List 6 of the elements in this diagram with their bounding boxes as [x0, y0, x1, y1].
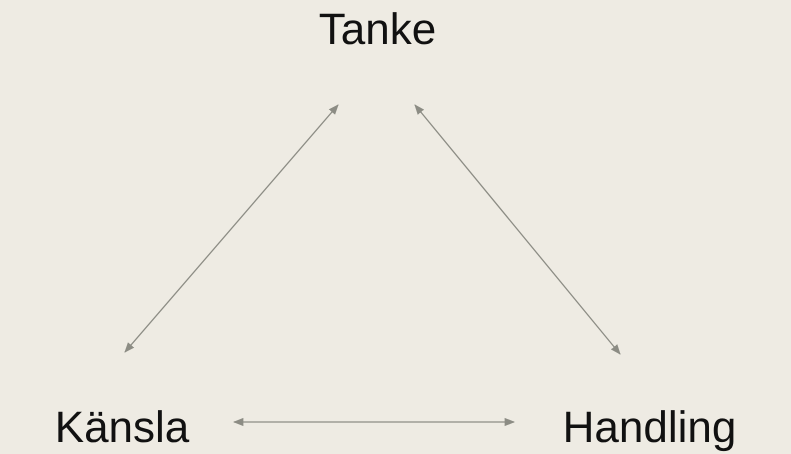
node-label: Känsla: [54, 406, 190, 450]
double-arrow: [414, 104, 621, 355]
node-label: Tanke: [318, 8, 436, 52]
double-arrow: [232, 418, 516, 426]
node-label: Handling: [562, 406, 736, 450]
double-arrow: [124, 104, 339, 353]
